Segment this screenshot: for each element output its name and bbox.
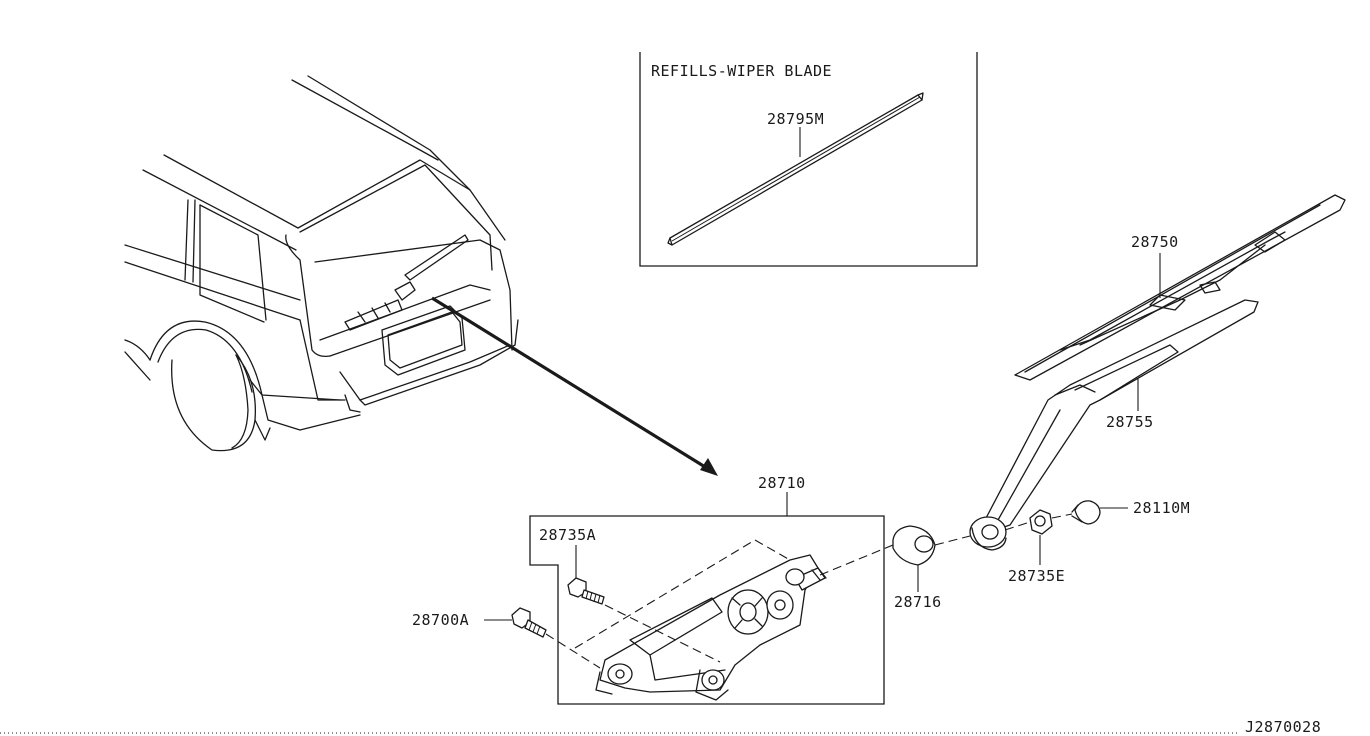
pivot-cap: 28110M: [1071, 499, 1190, 525]
part-number-28735A: 28735A: [539, 526, 596, 544]
vehicle-rear-view: [124, 75, 519, 452]
part-number-28750: 28750: [1131, 233, 1179, 251]
pivot-centerline: [934, 535, 971, 546]
callout-arrow: [431, 296, 718, 476]
part-number-28755: 28755: [1106, 413, 1154, 431]
wiper-blade: 28750: [1014, 194, 1346, 381]
diagram-code: J2870028: [1245, 718, 1321, 736]
part-number-28110M: 28110M: [1133, 499, 1190, 517]
bolt-28735A: [567, 545, 605, 605]
pivot-seal: 28716: [892, 525, 942, 611]
bolt-28700A: 28700A: [412, 607, 601, 669]
motor-assembly-box: 28710 28735A: [529, 474, 894, 705]
refill-inset: REFILLS-WIPER BLADE 28795M: [639, 52, 978, 267]
wiper-arm: 28755: [969, 299, 1259, 551]
part-number-28710: 28710: [758, 474, 806, 492]
part-number-28735E: 28735E: [1008, 567, 1065, 585]
inset-title: REFILLS-WIPER BLADE: [651, 62, 832, 80]
part-number-28716: 28716: [894, 593, 942, 611]
pivot-nut: 28735E: [1008, 509, 1065, 585]
part-number-28795M: 28795M: [767, 110, 824, 128]
part-number-28700A: 28700A: [412, 611, 469, 629]
